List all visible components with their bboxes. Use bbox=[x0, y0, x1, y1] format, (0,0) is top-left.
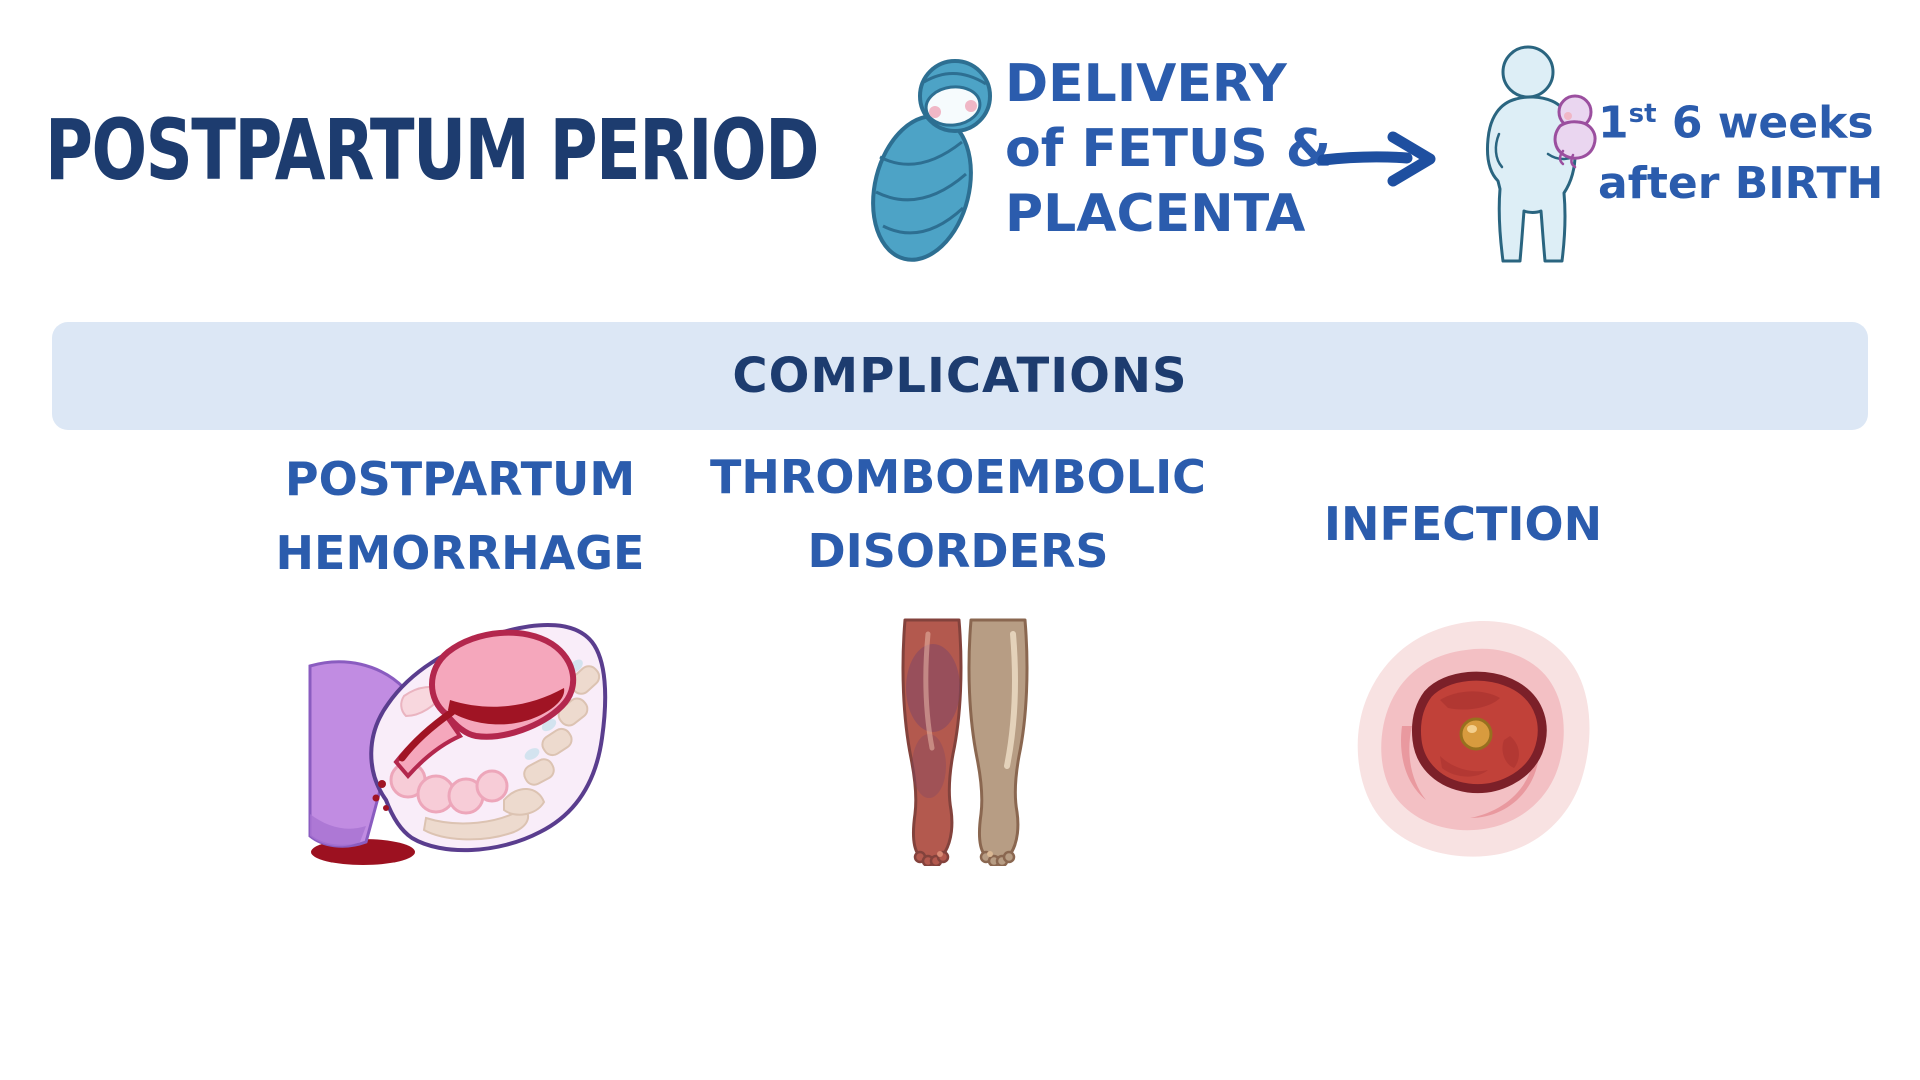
header-line: DISORDERS bbox=[807, 524, 1109, 578]
header-line: HEMORRHAGE bbox=[275, 526, 645, 580]
swollen-leg-illustration bbox=[895, 616, 1035, 868]
complications-banner: COMPLICATIONS bbox=[52, 322, 1868, 430]
infection-header: INFECTION bbox=[1324, 487, 1602, 561]
after-birth-label: 1st 6 weeks after BIRTH bbox=[1598, 84, 1883, 214]
parent-holding-baby-icon bbox=[1486, 45, 1597, 263]
delivery-line-3: PLACENTA bbox=[1005, 184, 1306, 244]
after-birth-line-1: 1st 6 weeks bbox=[1598, 97, 1874, 149]
header-line: POSTPARTUM bbox=[284, 452, 636, 506]
complications-title: COMPLICATIONS bbox=[732, 348, 1188, 404]
uterus-bleeding-illustration bbox=[308, 604, 608, 866]
infected-wound-illustration bbox=[1340, 616, 1600, 859]
postpartum-hemorrhage-header: POSTPARTUM HEMORRHAGE bbox=[276, 442, 645, 590]
ordinal-suffix: st bbox=[1628, 99, 1657, 129]
swaddled-newborn-illustration bbox=[858, 52, 1006, 267]
thromboembolic-disorders-header: THROMBOEMBOLIC DISORDERS bbox=[710, 440, 1206, 588]
page-title: POSTPARTUM PERIOD bbox=[45, 101, 819, 199]
delivery-label: DELIVERY of FETUS & PLACENTA bbox=[1005, 52, 1331, 247]
delivery-line-1: DELIVERY bbox=[1005, 54, 1287, 114]
header-line: THROMBOEMBOLIC bbox=[710, 450, 1206, 504]
header-line: INFECTION bbox=[1323, 497, 1603, 551]
after-birth-line-2: after BIRTH bbox=[1598, 157, 1884, 209]
right-arrow-icon bbox=[1315, 126, 1440, 190]
parent-holding-baby-illustration bbox=[1478, 42, 1613, 267]
delivery-line-2: of FETUS & bbox=[1005, 119, 1332, 179]
swaddled-newborn-icon bbox=[871, 59, 992, 262]
